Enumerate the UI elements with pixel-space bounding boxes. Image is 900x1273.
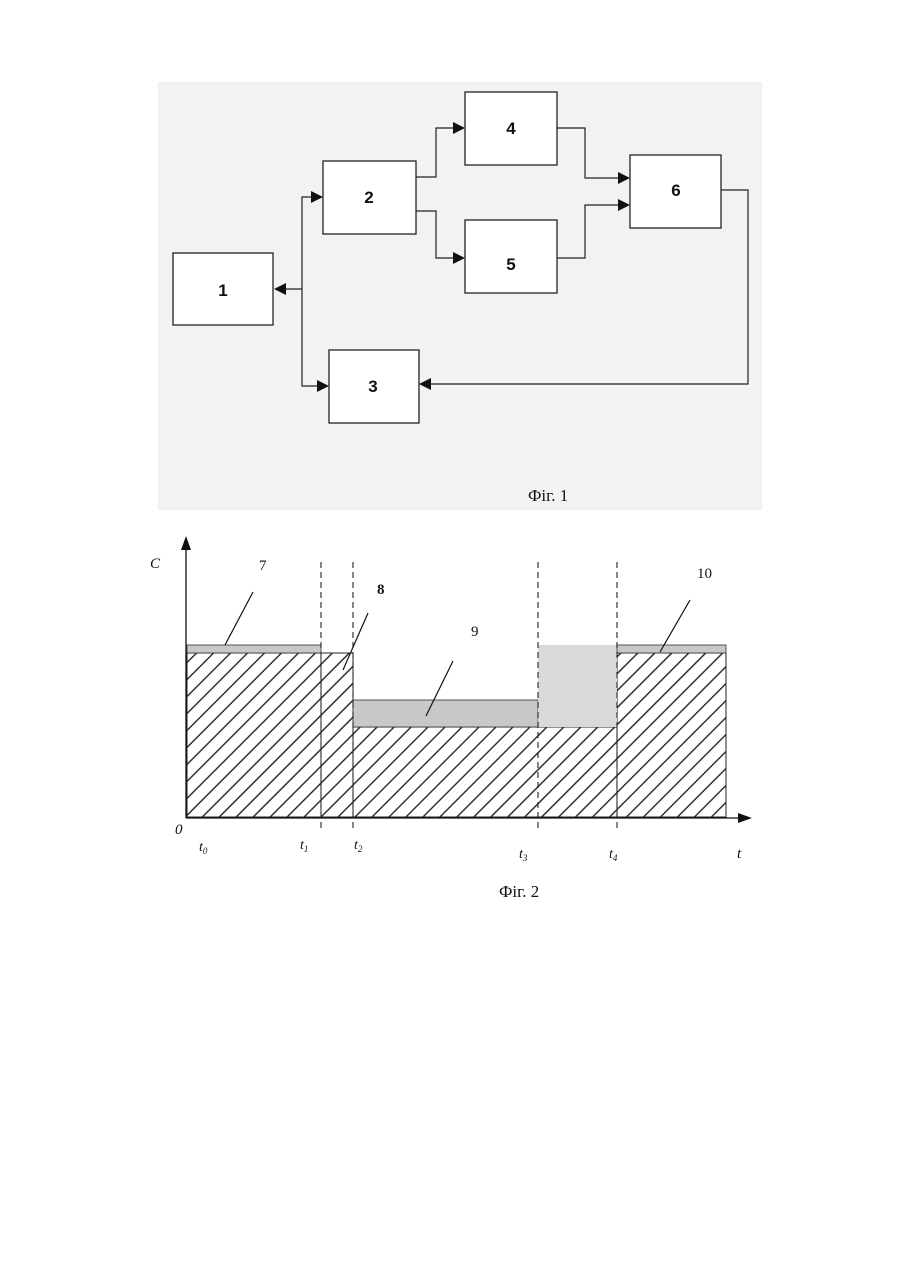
tick-label-t1: t1 xyxy=(300,838,308,854)
figure-1-caption: Фіг. 1 xyxy=(528,486,568,505)
leader-line-10 xyxy=(660,600,690,652)
tick-label-t2: t2 xyxy=(354,838,363,854)
tick-label-t4: t4 xyxy=(609,847,618,863)
leader-line-8 xyxy=(343,613,368,670)
grey-block-t3-t4 xyxy=(538,645,617,727)
block-4: 4 xyxy=(465,92,557,165)
block-5-label: 5 xyxy=(506,255,515,274)
region-label-7: 7 xyxy=(259,558,267,574)
figure-1-block-diagram: 1 2 3 4 5 6 xyxy=(158,82,762,510)
block-1: 1 xyxy=(173,253,273,325)
band-region-10 xyxy=(617,645,726,653)
hatched-region-t2-t4 xyxy=(353,727,617,817)
region-label-8: 8 xyxy=(377,582,385,598)
block-6: 6 xyxy=(630,155,721,228)
tick-label-t0: t0 xyxy=(199,840,208,856)
leader-line-7 xyxy=(225,592,253,645)
band-region-9 xyxy=(353,700,538,727)
band-region-7 xyxy=(187,645,321,653)
block-3: 3 xyxy=(329,350,419,423)
figure-2-caption: Фіг. 2 xyxy=(499,882,539,901)
block-3-label: 3 xyxy=(368,377,377,396)
block-2-label: 2 xyxy=(364,188,373,207)
x-axis-label: t xyxy=(737,846,742,862)
y-axis-label: C xyxy=(150,556,161,572)
block-6-label: 6 xyxy=(671,181,680,200)
hatched-region-t1-t2 xyxy=(321,653,353,817)
hatched-region-t4-end xyxy=(617,653,726,817)
x-axis-arrow-icon xyxy=(738,813,752,823)
hatched-region-t0-t1 xyxy=(187,653,321,817)
figure-2-time-diagram: C 0 t t0 t1 t2 t3 t4 7 8 9 10 Фіг. 2 xyxy=(150,536,752,901)
origin-label: 0 xyxy=(175,822,183,838)
tick-label-t3: t3 xyxy=(519,847,528,863)
block-4-label: 4 xyxy=(506,119,516,138)
region-label-10: 10 xyxy=(697,566,712,582)
block-1-label: 1 xyxy=(218,281,227,300)
block-2: 2 xyxy=(323,161,416,234)
y-axis-arrow-icon xyxy=(181,536,191,550)
region-label-9: 9 xyxy=(471,624,479,640)
block-5: 5 xyxy=(465,220,557,293)
